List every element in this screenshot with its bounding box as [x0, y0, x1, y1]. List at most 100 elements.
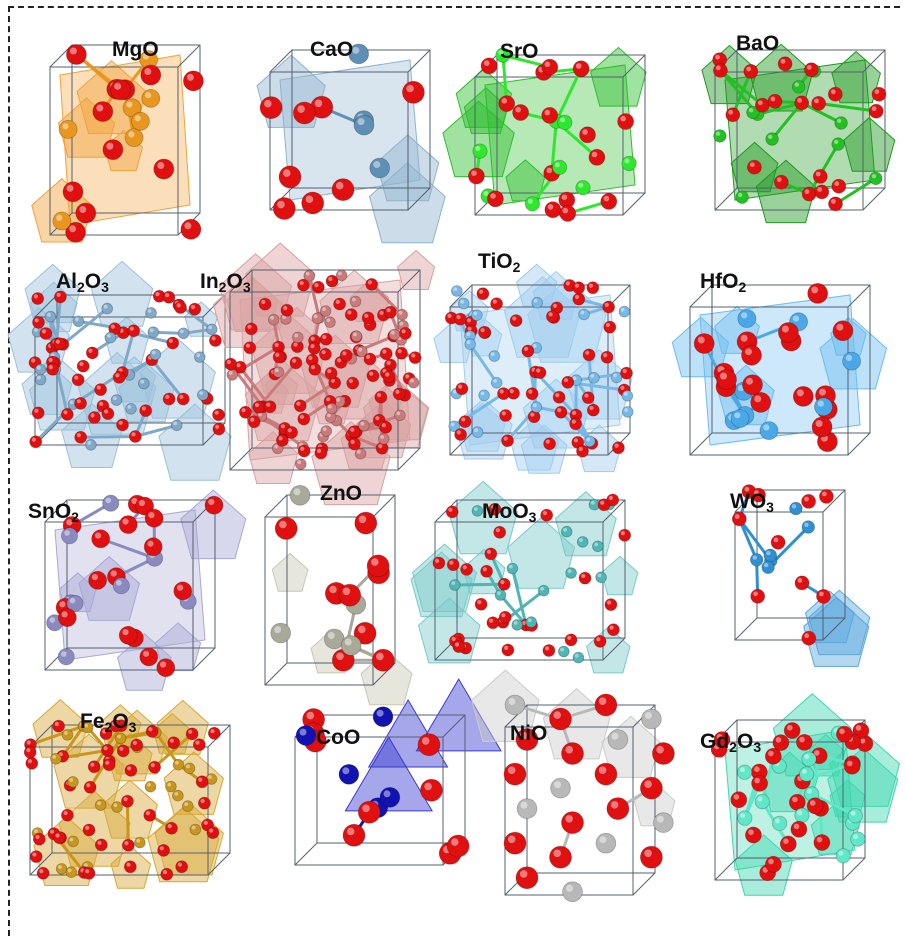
metal-atom [52, 211, 72, 231]
atom-highlight [61, 651, 67, 657]
oxygen-atom [835, 725, 853, 743]
atom-highlight [196, 353, 201, 358]
metal-atom [81, 721, 94, 734]
atom-highlight [490, 193, 496, 199]
atom-highlight [119, 746, 124, 751]
atom-highlight [746, 377, 753, 385]
atom-highlight [336, 652, 344, 661]
formula-label: MgO [112, 38, 159, 61]
atom-highlight [327, 369, 332, 374]
metal-atom [295, 725, 317, 746]
atom-highlight [385, 372, 390, 377]
atom-highlight [846, 760, 853, 767]
metal-atom [369, 157, 391, 179]
oxygen-atom [338, 583, 362, 607]
metal-atom [516, 798, 538, 819]
atom-highlight [279, 520, 287, 529]
atom-highlight [740, 813, 746, 818]
oxygen-atom [319, 347, 332, 361]
atom-highlight [555, 393, 560, 398]
atom-highlight [479, 289, 484, 294]
atom-highlight [562, 207, 569, 214]
oxygen-atom [552, 390, 566, 404]
atom-highlight [473, 507, 478, 511]
atom-highlight [734, 514, 740, 519]
atom-highlight [566, 884, 573, 892]
atom-highlight [186, 73, 194, 81]
metal-atom [842, 351, 862, 371]
atom-highlight [275, 352, 280, 357]
oxygen-atom [493, 525, 507, 539]
oxygen-atom [342, 823, 366, 847]
atom-highlight [380, 435, 384, 439]
atom-highlight [728, 109, 734, 115]
polyhedron [509, 419, 559, 471]
atom-highlight [254, 402, 260, 408]
atom-highlight [27, 759, 33, 764]
atom-highlight [871, 106, 877, 112]
bond [134, 423, 178, 438]
atom-highlight [358, 625, 366, 634]
metal-atom [324, 316, 336, 328]
atom-highlight [544, 109, 551, 116]
atom-highlight [113, 803, 118, 807]
oxygen-atom [32, 832, 46, 846]
atom-highlight [261, 299, 266, 305]
oxygen-atom [197, 796, 211, 810]
oxygen-atom [244, 322, 258, 336]
atom-highlight [819, 591, 824, 597]
atom-highlight [715, 131, 721, 136]
atoms [693, 283, 862, 453]
metal-atom [525, 616, 537, 628]
atom-highlight [466, 340, 471, 345]
atom-highlight [308, 355, 313, 361]
bond [307, 275, 321, 319]
atom-highlight [226, 359, 231, 365]
atom-highlight [369, 371, 374, 376]
atom-highlight [134, 115, 141, 122]
atom-highlight [330, 378, 335, 383]
atom-highlight [792, 796, 798, 803]
atom-highlight [603, 353, 608, 358]
atom-highlight [596, 637, 601, 642]
atom-highlight [277, 200, 285, 209]
panel-hfo2: HfO2 [671, 250, 906, 482]
atom-highlight [766, 550, 771, 556]
oxygen-atom [564, 633, 578, 647]
atom-highlight [524, 346, 529, 351]
atom-highlight [624, 158, 630, 164]
atom-highlight [622, 368, 627, 374]
atom-highlight [600, 500, 605, 505]
atom-highlight [483, 191, 489, 196]
oxygen-atom [852, 722, 870, 740]
oxygen-atom [819, 488, 834, 504]
oxygen-atom [212, 408, 225, 422]
oxygen-atom [401, 80, 425, 104]
metal-atom [449, 579, 461, 591]
formula-label: SnO2 [28, 500, 79, 525]
metal-atom [557, 114, 573, 131]
metal-atom [595, 571, 607, 584]
oxygen-atom [792, 385, 814, 407]
atom-highlight [456, 430, 461, 435]
atom-highlight [113, 396, 117, 401]
atom-highlight [575, 63, 582, 69]
oxygen-atom [546, 310, 559, 323]
oxygen-atom [487, 190, 504, 208]
oxygen-atom [716, 369, 737, 390]
oxygen-atom [99, 727, 113, 740]
atom-highlight [358, 347, 363, 352]
polyhedron [101, 779, 158, 839]
bond [719, 69, 764, 107]
bond [510, 568, 528, 626]
atom-highlight [397, 349, 402, 354]
metal-atom [801, 751, 817, 767]
oxygen-atom [515, 728, 539, 751]
oxygen-atom [561, 375, 575, 389]
oxygen-atom [778, 322, 799, 343]
oxygen-atom [611, 441, 625, 455]
oxygen-atom [354, 511, 378, 535]
atom-highlight [489, 618, 494, 623]
atom-highlight [406, 84, 414, 93]
atom-highlight [456, 314, 461, 320]
